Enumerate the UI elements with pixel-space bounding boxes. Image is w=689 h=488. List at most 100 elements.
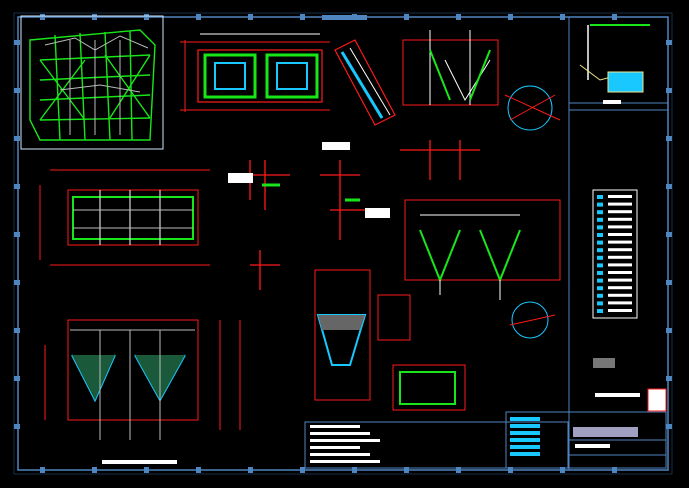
legend-text (608, 248, 632, 252)
detail-views (228, 140, 480, 290)
legend-text (608, 202, 632, 206)
legend-symbol (597, 202, 603, 207)
legend-text (608, 293, 632, 297)
legend-text (608, 286, 632, 290)
legend-symbol (597, 278, 603, 283)
legend-symbol (597, 309, 603, 313)
frame-tick (666, 88, 672, 93)
legend-text (608, 278, 632, 282)
legend-text (608, 309, 632, 312)
legend-text (608, 217, 632, 221)
frame-tick (14, 424, 20, 429)
frame-tick (14, 40, 20, 45)
legend-symbol (597, 286, 603, 291)
frame-tick (456, 467, 461, 473)
frame-tick (300, 14, 305, 20)
frame-tick (508, 467, 513, 473)
legend-table (592, 189, 638, 319)
legend-text (608, 233, 632, 236)
legend-symbol (597, 195, 603, 199)
frame-tick (14, 88, 20, 93)
frame-tick (666, 136, 672, 141)
title-block-text (510, 445, 540, 449)
frame-tick (14, 280, 20, 285)
title-block-text (510, 431, 540, 435)
legend-symbol (597, 271, 603, 275)
legend-symbol (597, 293, 603, 298)
legend-symbol (597, 301, 603, 306)
frame-tick (14, 376, 20, 381)
inclined-section (334, 39, 396, 126)
legend-text (608, 255, 632, 259)
top-plan-view (180, 33, 330, 112)
frame-tick (14, 328, 20, 333)
legend-symbol (597, 233, 603, 237)
frame-tick (404, 467, 409, 473)
hopper-section (404, 199, 561, 339)
legend-text (608, 301, 632, 305)
legend-symbol (597, 225, 603, 230)
frame-tick (40, 467, 45, 473)
title-block-text (510, 417, 540, 421)
title-block-text (310, 439, 380, 442)
frame-tick (40, 14, 45, 20)
legend-symbol (597, 210, 603, 215)
hatch-sample (593, 358, 615, 368)
title-block-rows (310, 417, 540, 463)
sheet-frame (13, 12, 673, 475)
legend-symbol (597, 248, 603, 253)
frame-tick (144, 467, 149, 473)
legend-text (608, 271, 632, 274)
frame-tick (248, 467, 253, 473)
legend-text (608, 225, 632, 229)
note-label (595, 393, 640, 397)
frame-tick (612, 467, 617, 473)
title-block-text (310, 425, 360, 428)
title-block-text (310, 453, 370, 456)
top-center-marker (322, 15, 367, 20)
frame-tick (560, 14, 565, 20)
frame-tick (92, 467, 97, 473)
frame-tick (666, 184, 672, 189)
frame-tick (508, 14, 513, 20)
title-block-text (310, 432, 370, 435)
frame-tick (666, 232, 672, 237)
elevation-view (314, 269, 466, 411)
frame-tick (196, 14, 201, 20)
frame-tick (456, 14, 461, 20)
legend-text (608, 195, 632, 198)
frame-tick (14, 232, 20, 237)
frame-ticks (14, 14, 672, 473)
title-block-text (310, 446, 360, 449)
frame-tick (144, 14, 149, 20)
frame-tick (300, 467, 305, 473)
frame-tick (404, 14, 409, 20)
frame-tick (666, 424, 672, 429)
frame-tick (666, 40, 672, 45)
frame-tick (196, 467, 201, 473)
legend-symbol (597, 255, 603, 260)
foundation-plan (39, 169, 210, 266)
legend-text (608, 263, 632, 267)
frame-tick (14, 184, 20, 189)
frame-tick (666, 328, 672, 333)
title-block-text (510, 452, 540, 456)
title-block (304, 411, 667, 469)
frame-tick (352, 467, 357, 473)
legend-symbol (597, 240, 603, 245)
legend-symbol (597, 217, 603, 222)
3d-view (20, 15, 164, 150)
title-block-text (510, 438, 540, 442)
legend-text (608, 210, 632, 214)
legend-symbol (597, 263, 603, 268)
frame-tick (560, 467, 565, 473)
legend-text (608, 240, 632, 244)
frame-tick (248, 14, 253, 20)
title-block-text (310, 460, 380, 463)
key-plan (579, 24, 650, 104)
frame-tick (666, 280, 672, 285)
frame-tick (14, 136, 20, 141)
side-hopper-view (402, 30, 561, 131)
